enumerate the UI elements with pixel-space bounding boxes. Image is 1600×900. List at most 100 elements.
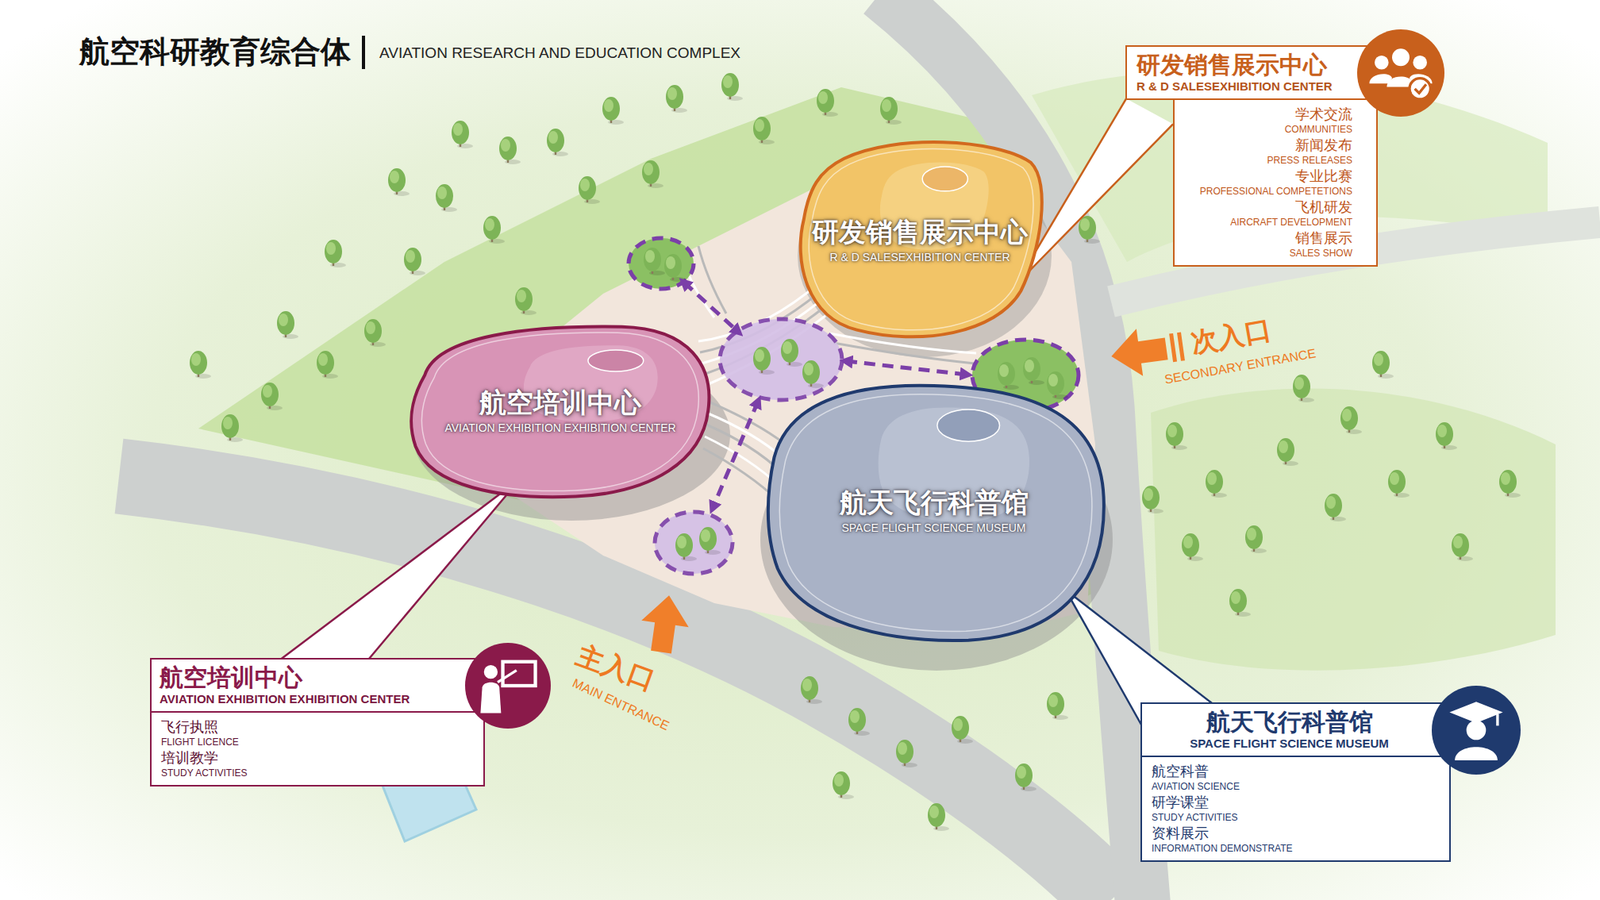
tree	[1324, 493, 1347, 522]
icon-head	[1412, 55, 1427, 70]
tree	[643, 247, 666, 276]
canopy-stripe	[706, 400, 786, 445]
callout-pointer	[281, 478, 521, 659]
item-caption: STUDY ACTIVITIES	[1151, 811, 1440, 824]
tree	[880, 96, 902, 125]
item-caption: SALES SHOW	[1184, 247, 1353, 259]
item-label: 培训教学	[161, 750, 474, 768]
building-roof	[768, 385, 1104, 641]
tree	[435, 184, 458, 212]
building-name-en: R & D SALESEXHIBITION CENTER	[829, 250, 1010, 265]
icon-body	[1454, 746, 1498, 761]
building: 航天飞行科普馆SPACE FLIGHT SCIENCE MUSEUM	[760, 377, 1108, 643]
item-label: 专业比赛	[1184, 168, 1353, 186]
green-space	[719, 319, 843, 400]
tree	[800, 676, 823, 704]
entrance-label: 次入口	[1188, 313, 1274, 358]
item-caption: COMMUNITIES	[1184, 123, 1353, 135]
icon-disc	[1431, 685, 1521, 775]
building-roof	[411, 326, 709, 498]
building-name: 研发销售展示中心	[811, 215, 1028, 249]
tree	[483, 215, 505, 244]
icon-check-disc	[1409, 77, 1431, 99]
tree	[324, 239, 347, 268]
icon-head	[1374, 55, 1389, 70]
title-block: 航空科研教育综合体	[79, 34, 351, 70]
tree	[927, 803, 950, 831]
roof-contour	[808, 149, 1034, 331]
tree	[1292, 374, 1315, 403]
building-label: 航天飞行科普馆SPACE FLIGHT SCIENCE MUSEUM	[760, 377, 1108, 643]
tree	[261, 382, 283, 411]
building-name: 航天飞行科普馆	[839, 486, 1029, 520]
tree	[276, 311, 299, 339]
item-label: 飞行执照	[161, 719, 474, 737]
tree	[832, 771, 854, 800]
tree	[189, 350, 212, 379]
tree	[699, 526, 721, 555]
tree	[848, 707, 870, 736]
canopy-stripe	[698, 246, 727, 314]
icon-head	[1466, 719, 1487, 740]
callout-heading: 研发销售展示中心	[1136, 51, 1350, 80]
callout-box: 研发销售展示中心R & D SALESEXHIBITION CENTER 学术交流…	[1125, 45, 1378, 267]
tree	[1078, 215, 1100, 244]
item-caption: PROFESSIONAL COMPETETIONS	[1184, 185, 1353, 197]
tree	[1245, 525, 1267, 554]
green-space	[628, 238, 694, 289]
tree	[1181, 533, 1204, 562]
tree	[1046, 692, 1069, 720]
tree	[665, 84, 688, 113]
callout-heading: 航天飞行科普馆	[1154, 708, 1424, 737]
icon-body	[480, 681, 501, 713]
item-label: 资料展示	[1151, 825, 1440, 843]
tree	[451, 120, 474, 149]
icon-board	[503, 661, 536, 685]
atrium	[937, 409, 1000, 442]
icon-body	[1369, 73, 1393, 84]
flow-arrow	[712, 401, 758, 508]
tree	[675, 533, 697, 562]
icon-disc	[465, 642, 551, 729]
tree	[780, 338, 803, 367]
tree	[403, 247, 426, 276]
tree	[802, 360, 824, 389]
item-caption: AIRCRAFT DEVELOPMENT	[1184, 216, 1353, 228]
building-name: 航空培训中心	[479, 386, 642, 420]
tree	[499, 136, 521, 165]
tree	[1023, 357, 1045, 385]
tree	[753, 116, 775, 145]
callout-heading: 航空培训中心	[159, 664, 458, 693]
title-bar	[361, 35, 366, 70]
entrance-arrow-bar	[1176, 332, 1185, 362]
callout-subheading: R & D SALESEXHIBITION CENTER	[1136, 79, 1350, 95]
item-label: 研学课堂	[1151, 794, 1440, 812]
item-caption: INFORMATION DEMONSTRATE	[1151, 842, 1440, 854]
roof-contour	[779, 394, 1092, 632]
entrance-label-en: SECONDARY ENTRANCE	[1163, 345, 1318, 387]
canopy-stripe	[706, 412, 785, 459]
tree	[1372, 350, 1394, 379]
tree	[578, 176, 600, 204]
building-roof	[800, 142, 1043, 337]
callout-icon	[465, 642, 551, 729]
icon-cap	[1449, 701, 1503, 724]
tree	[388, 168, 410, 197]
item-label: 航空科普	[1151, 763, 1440, 781]
callout-subheading: SPACE FLIGHT SCIENCE MUSEUM	[1154, 736, 1424, 752]
item-label: 飞机研发	[1184, 199, 1353, 217]
callout-header: 航天飞行科普馆SPACE FLIGHT SCIENCE MUSEUM	[1140, 702, 1470, 758]
entrance-arrow-bar	[1169, 333, 1177, 362]
callout-header: 研发销售展示中心R & D SALESEXHIBITION CENTER	[1125, 45, 1378, 100]
pointer-outline	[281, 478, 521, 659]
tree	[1046, 371, 1069, 400]
callout-icon	[1357, 29, 1445, 117]
callout-box: 航天飞行科普馆SPACE FLIGHT SCIENCE MUSEUM航空科普AV…	[1140, 702, 1470, 862]
item-label: 新闻发布	[1184, 137, 1353, 155]
roof-contour	[421, 332, 699, 492]
tree	[1142, 485, 1164, 514]
item-label: 学术交流	[1184, 106, 1353, 124]
tree	[602, 96, 624, 125]
tree	[1205, 469, 1227, 498]
